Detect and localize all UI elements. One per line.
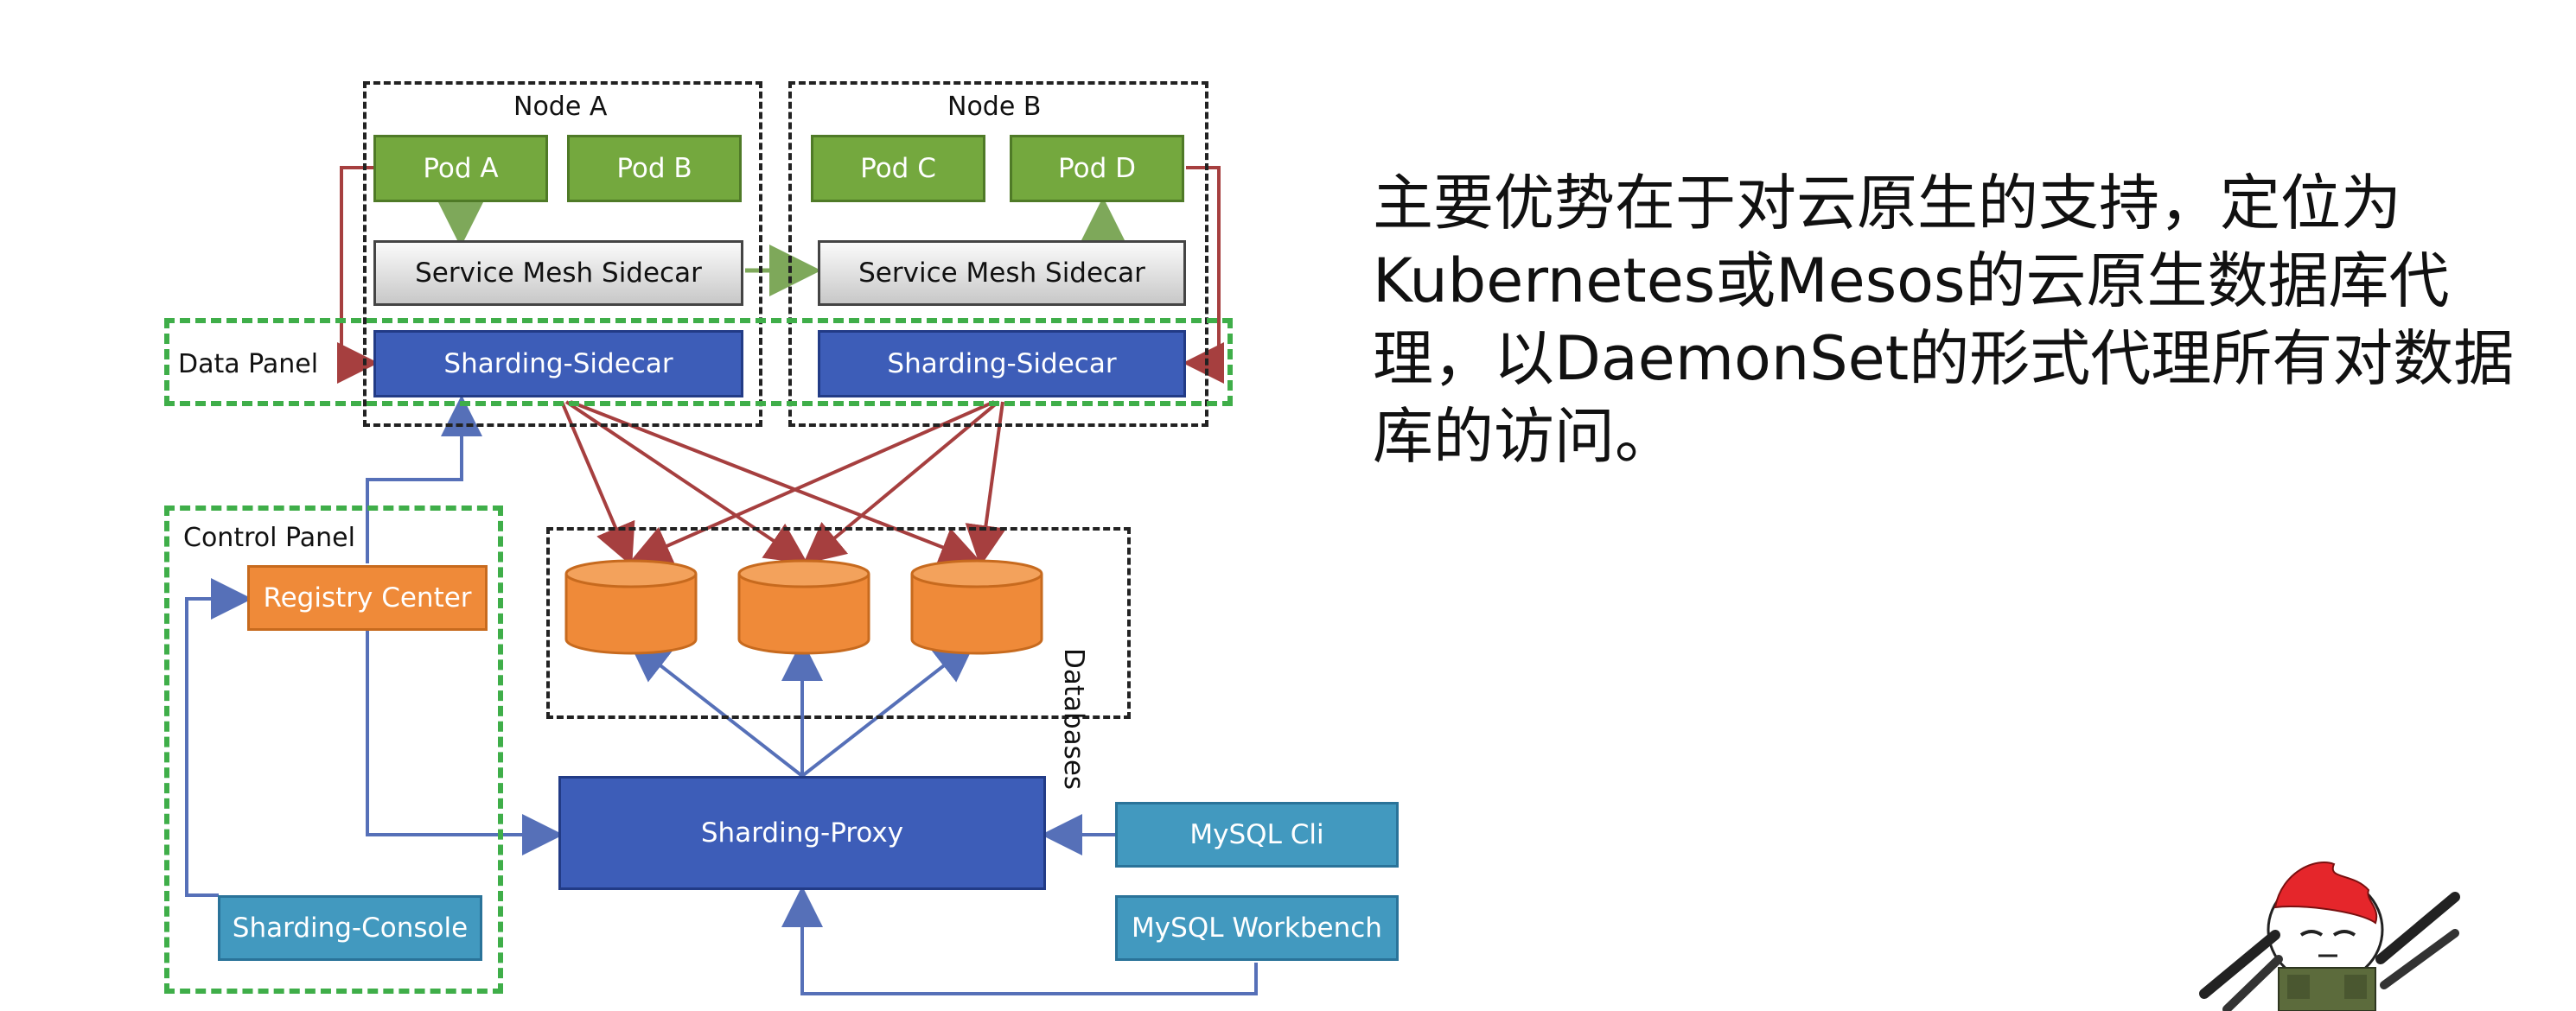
pod-c: Pod C bbox=[811, 135, 985, 202]
arrow-sidecar-b-db3 bbox=[965, 401, 1007, 567]
arrow-workbench-to-proxy bbox=[781, 886, 1258, 995]
node-a-frame bbox=[363, 81, 762, 427]
sharding-sidecar-a: Sharding-Sidecar bbox=[373, 330, 743, 397]
database-icon bbox=[564, 559, 698, 655]
arrow-sidecar-a-db3 bbox=[570, 400, 982, 567]
loop-podd-to-sidecar bbox=[1183, 166, 1224, 384]
control-panel-frame bbox=[164, 506, 503, 994]
registry-center: Registry Center bbox=[247, 565, 488, 631]
sharding-proxy: Sharding-Proxy bbox=[558, 776, 1046, 890]
data-panel-frame bbox=[164, 318, 1233, 406]
arrow-sidecar-b-db2 bbox=[802, 400, 1000, 565]
service-mesh-sidecar-a: Service Mesh Sidecar bbox=[373, 240, 743, 306]
control-panel-label: Control Panel bbox=[183, 523, 355, 553]
sharding-console: Sharding-Console bbox=[218, 895, 482, 961]
pod-d: Pod D bbox=[1010, 135, 1184, 202]
loop-poda-to-sidecar bbox=[337, 166, 379, 384]
arrow-sidecar-b-db1 bbox=[628, 400, 995, 565]
data-panel-label: Data Panel bbox=[178, 349, 319, 379]
arrow-registry-to-sidecar bbox=[366, 395, 482, 563]
arrow-sidecar-a-db2 bbox=[564, 400, 808, 564]
node-a-label: Node A bbox=[513, 92, 608, 122]
pod-b: Pod B bbox=[567, 135, 742, 202]
description-text: 主要优势在于对云原生的支持，定位为Kubernetes或Mesos的云原生数据库… bbox=[1373, 168, 2515, 472]
arrow-sidecar-a-db1 bbox=[560, 401, 635, 567]
arrow-console-to-registry bbox=[185, 578, 252, 897]
node-b-frame bbox=[788, 81, 1208, 427]
sharding-sidecar-b: Sharding-Sidecar bbox=[818, 330, 1186, 397]
database-icon bbox=[737, 559, 870, 655]
mysql-cli: MySQL Cli bbox=[1115, 802, 1399, 868]
arrow-registry-to-proxy bbox=[366, 631, 564, 855]
databases-frame bbox=[546, 527, 1131, 719]
databases-label: Databases bbox=[1058, 648, 1089, 791]
pod-a: Pod A bbox=[373, 135, 548, 202]
mysql-workbench: MySQL Workbench bbox=[1115, 895, 1399, 961]
arrow-proxy-db1 bbox=[628, 640, 804, 778]
node-b-label: Node B bbox=[947, 92, 1042, 122]
mascot-icon bbox=[2199, 862, 2460, 1011]
service-mesh-sidecar-b: Service Mesh Sidecar bbox=[818, 240, 1186, 306]
database-icon bbox=[910, 559, 1043, 655]
arrow-proxy-db3 bbox=[800, 640, 977, 778]
